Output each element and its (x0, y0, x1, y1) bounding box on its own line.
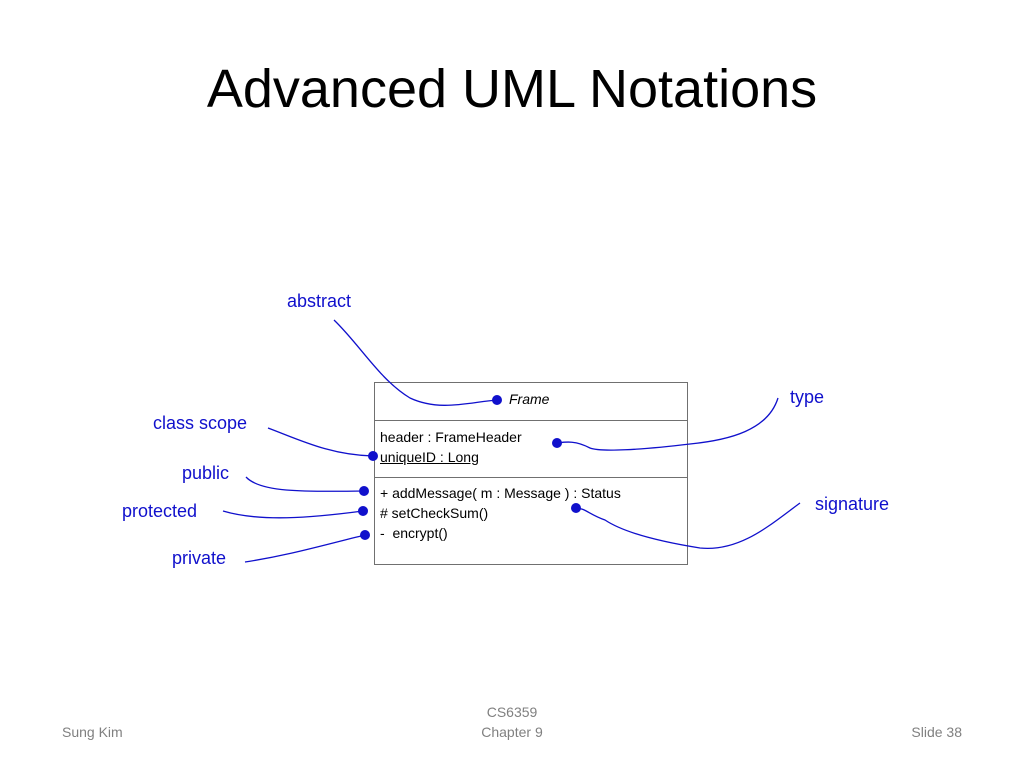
connector-protected (222, 510, 364, 519)
operation-set-check-sum: # setCheckSum() (380, 505, 489, 521)
attribute-header: header : FrameHeader (380, 429, 522, 445)
footer-author: Sung Kim (62, 724, 123, 740)
label-signature: signature (815, 494, 890, 514)
label-protected: protected (122, 501, 198, 521)
label-type: type (790, 387, 825, 407)
class-name: Frame (509, 391, 550, 407)
label-class-scope: class scope (153, 413, 248, 433)
operation-add-message: + addMessage( m : Message ) : Status (380, 485, 621, 501)
attribute-unique-id: uniqueID : Long (380, 449, 479, 465)
type-dot (552, 438, 562, 448)
signature-dot (571, 503, 581, 513)
protected-dot (358, 506, 368, 516)
footer-slide-number: Slide 38 (911, 724, 962, 740)
connector-class-scope (267, 427, 374, 457)
label-private: private (172, 548, 227, 568)
attributes-compartment: header : FrameHeader uniqueID : Long (375, 421, 687, 478)
slide-title: Advanced UML Notations (206, 59, 818, 119)
private-dot (360, 530, 370, 540)
operation-encrypt: - encrypt() (380, 525, 448, 541)
public-dot (359, 486, 369, 496)
class-name-compartment: Frame (375, 383, 687, 421)
abstract-dot (492, 395, 502, 405)
connector-public (245, 476, 365, 493)
connector-private (244, 534, 366, 563)
operations-compartment: + addMessage( m : Message ) : Status # s… (375, 478, 687, 543)
uml-class-box: Frame header : FrameHeader uniqueID : Lo… (374, 382, 688, 565)
connector-type (556, 397, 779, 451)
footer-course: CS6359 (486, 704, 538, 720)
footer-chapter: Chapter 9 (481, 724, 543, 740)
label-public: public (182, 463, 230, 483)
connector-signature (575, 502, 801, 549)
label-abstract: abstract (287, 291, 352, 311)
class-scope-dot (368, 451, 378, 461)
connector-abstract (333, 319, 498, 406)
